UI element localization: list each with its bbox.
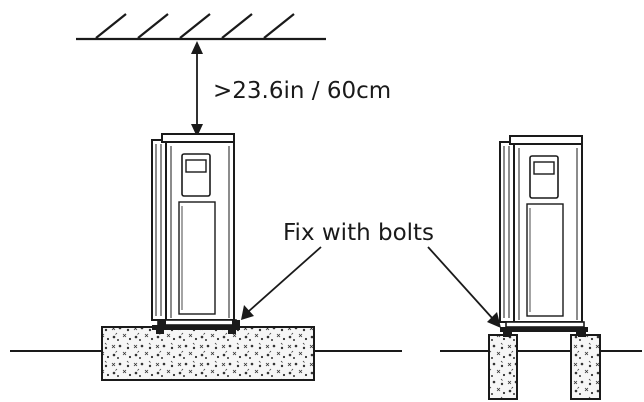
ceiling-hatch-icon (76, 13, 326, 41)
clearance-arrow-icon (191, 41, 203, 137)
condenser-unit-icon (499, 135, 589, 337)
bolts-label: Fix with bolts (283, 220, 434, 246)
concrete-block-left (488, 334, 518, 400)
clearance-label: >23.6in / 60cm (213, 78, 391, 104)
condenser-unit-icon (151, 133, 241, 335)
concrete-block-right (570, 334, 601, 400)
bolt-icon (158, 320, 586, 337)
bolt-arrow-icon (241, 246, 501, 328)
concrete-pad (101, 326, 315, 381)
